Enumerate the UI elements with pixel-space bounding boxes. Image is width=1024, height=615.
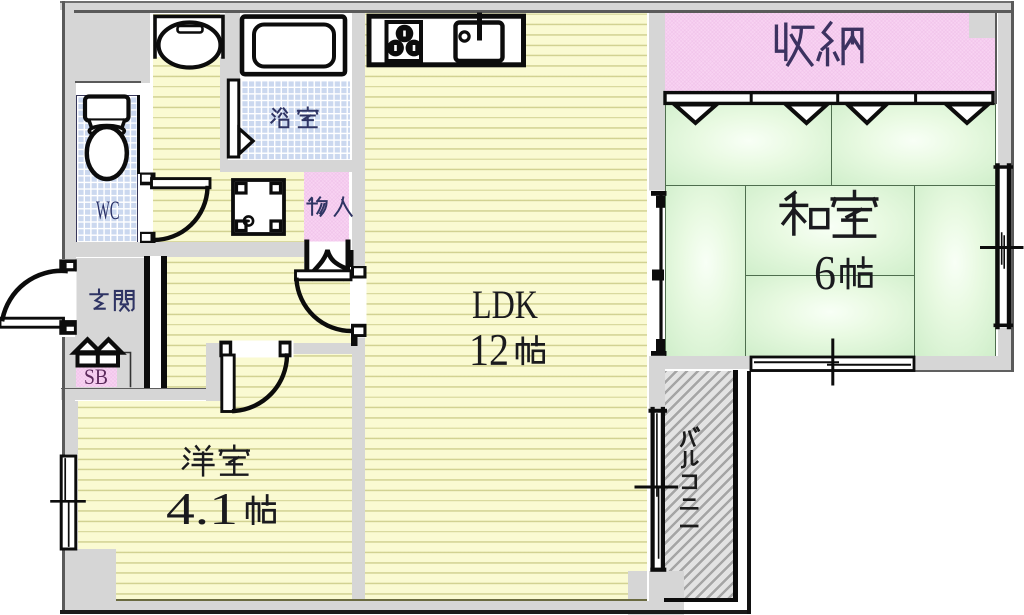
svg-text:12: 12 <box>469 325 509 375</box>
svg-text:WC: WC <box>96 196 120 225</box>
svg-text:SB: SB <box>84 364 108 389</box>
svg-text:6: 6 <box>814 245 836 300</box>
svg-text:4.1: 4.1 <box>166 483 238 534</box>
svg-text:LDK: LDK <box>472 282 538 327</box>
